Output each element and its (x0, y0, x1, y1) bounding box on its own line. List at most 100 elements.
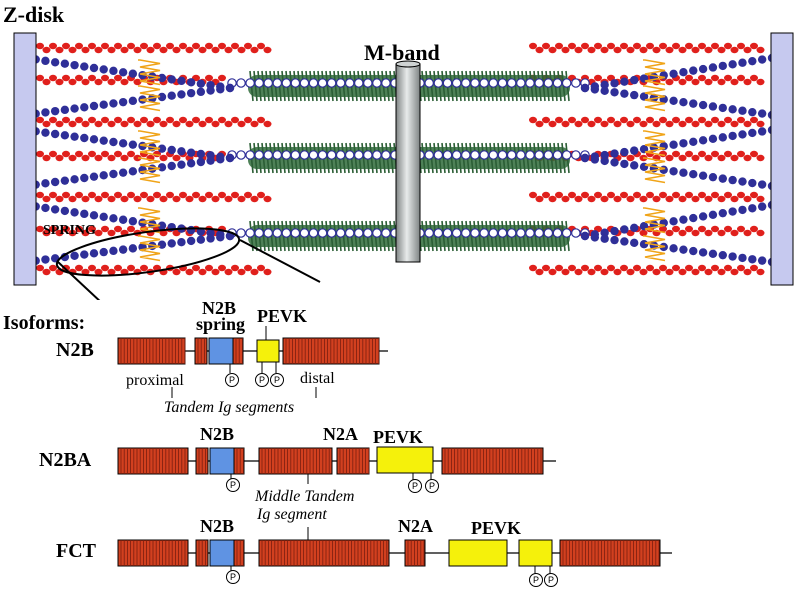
titin-bead (80, 250, 89, 259)
actin-bead (587, 268, 596, 276)
phospho-marker: P (529, 573, 543, 587)
actin-bead (678, 120, 687, 128)
actin-bead (185, 120, 194, 128)
actin-bead (678, 154, 687, 162)
actin-bead (36, 225, 44, 233)
titin-bead (254, 228, 264, 238)
actin-bead (626, 195, 635, 203)
titin-bead (748, 128, 757, 138)
actin-bead (555, 191, 563, 199)
titin-bead (216, 233, 225, 242)
actin-bead (704, 78, 713, 86)
titin-bead (118, 245, 128, 254)
actin-bead (685, 74, 693, 82)
actin-bead (185, 46, 194, 54)
titin-bead (552, 150, 563, 160)
titin-bead (118, 168, 128, 177)
titin-bead (89, 249, 99, 258)
actin-bead (581, 191, 589, 199)
actin-bead (237, 120, 246, 128)
actin-bead (724, 264, 732, 272)
titin-bead (344, 150, 355, 160)
titin-bead (41, 128, 50, 137)
titin-bead (506, 150, 517, 160)
myosin-head (297, 142, 302, 174)
actin-bead (114, 150, 122, 158)
actin-bead (698, 74, 706, 82)
actin-bead (724, 225, 732, 233)
actin-bead (179, 191, 187, 199)
titin-bead (41, 108, 50, 117)
actin-bead (756, 195, 765, 203)
myosin-head (449, 142, 454, 174)
titin-bead (620, 225, 629, 234)
titin-bead (669, 69, 678, 78)
actin-bead (652, 268, 661, 276)
actin-bead (652, 46, 661, 54)
titin-bead (109, 169, 118, 179)
actin-bead (205, 191, 213, 199)
actin-bead (750, 116, 758, 124)
actin-bead (172, 268, 181, 276)
actin-bead (166, 42, 174, 50)
titin-bead (516, 78, 526, 88)
titin-bead (630, 161, 639, 170)
n2ba-pevk-box (376, 446, 434, 474)
actin-bead (153, 116, 161, 124)
actin-filament-right (529, 116, 765, 128)
titin-bead (630, 75, 639, 85)
actin-bead (146, 195, 155, 203)
titin-bead (281, 78, 292, 88)
actin-filament-left (36, 116, 272, 128)
titin-bead (89, 211, 99, 220)
actin-bead (68, 195, 77, 203)
pevk-squiggle (643, 207, 666, 234)
pevk-squiggle (138, 207, 161, 234)
titin-bead (708, 210, 718, 219)
actin-bead (55, 78, 64, 86)
titin-bead (290, 150, 301, 160)
titin-bead (669, 217, 678, 226)
actin-bead (172, 120, 181, 128)
titin-bead (470, 78, 480, 88)
actin-bead (542, 116, 550, 124)
titin-bead (89, 101, 99, 111)
myosin-head (361, 142, 366, 174)
actin-bead (756, 46, 765, 54)
titin-bead (708, 172, 718, 182)
titin-bead (290, 78, 301, 88)
actin-bead (127, 264, 135, 272)
titin-bead (109, 137, 118, 147)
phospho-marker: P (255, 373, 269, 387)
titin-bead (590, 155, 600, 164)
actin-bead (607, 42, 615, 50)
actin-bead (529, 116, 537, 124)
titin-bead (424, 150, 434, 160)
actin-bead (685, 191, 693, 199)
myosin-head (441, 142, 446, 174)
fct-distal-ig (559, 539, 661, 567)
actin-bead (730, 195, 739, 203)
actin-bead (101, 42, 109, 50)
actin-bead (587, 46, 596, 54)
titin-bead (470, 228, 480, 238)
actin-bead (704, 46, 713, 54)
actin-bead (62, 191, 70, 199)
n2b-ig-prefix (195, 539, 209, 567)
actin-bead (555, 116, 563, 124)
actin-bead (94, 78, 103, 86)
actin-bead (698, 191, 706, 199)
myosin-head (513, 220, 518, 252)
n2b-ig-suffix (233, 447, 245, 475)
titin-bead (381, 228, 391, 238)
titin-bead (488, 150, 499, 160)
actin-bead (704, 229, 713, 237)
titin-bead (442, 78, 453, 88)
actin-bead (101, 74, 109, 82)
actin-bead (49, 42, 57, 50)
titin-bead (534, 150, 544, 160)
actin-bead (548, 195, 557, 203)
myosin-head (325, 220, 330, 252)
actin-bead (179, 116, 187, 124)
